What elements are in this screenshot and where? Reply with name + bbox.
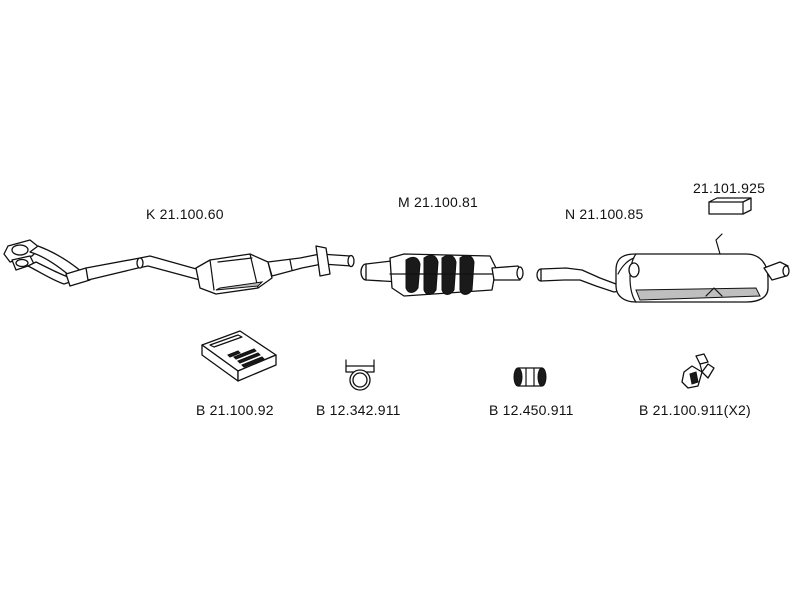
rubber-hanger-icon[interactable] xyxy=(678,352,718,392)
pipe-connector-sleeve-icon[interactable] xyxy=(512,364,548,390)
rear-silencer-icon[interactable] xyxy=(536,230,796,310)
hanger-label: B 21.100.911(X2) xyxy=(639,402,751,418)
mounting-kit-label: B 21.100.92 xyxy=(196,402,274,418)
mounting-kit-box-icon[interactable] xyxy=(198,325,280,387)
rear-silencer-label: N 21.100.85 xyxy=(565,206,644,222)
clamp-label: B 12.342.911 xyxy=(316,402,401,418)
rubber-block-icon[interactable] xyxy=(705,196,753,218)
rubber-block-label: 21.101.925 xyxy=(693,180,766,196)
catalytic-front-pipe-icon[interactable] xyxy=(0,232,360,302)
middle-silencer-icon[interactable] xyxy=(360,244,530,304)
u-bolt-clamp-icon[interactable] xyxy=(342,356,378,394)
sleeve-label: B 12.450.911 xyxy=(489,402,574,418)
front-pipe-label: K 21.100.60 xyxy=(146,206,224,222)
middle-silencer-label: M 21.100.81 xyxy=(398,194,479,210)
